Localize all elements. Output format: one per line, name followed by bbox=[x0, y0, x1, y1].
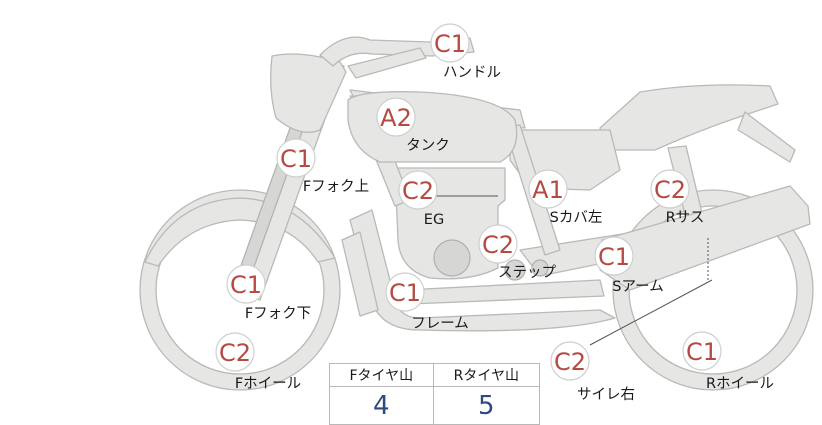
part-label-f-fork-upper: Fフォク上 bbox=[303, 178, 369, 195]
part-label-r-wheel: Rホイール bbox=[706, 376, 774, 392]
part-label-frame: フレーム bbox=[411, 316, 469, 332]
grade-circle bbox=[650, 169, 690, 209]
grade-f-wheel: C2 bbox=[219, 339, 251, 367]
grade-muffler-right: C2 bbox=[554, 348, 586, 376]
grade-frame: C1 bbox=[389, 279, 421, 307]
grade-circle bbox=[385, 272, 425, 312]
front-tire-tread-header: Fタイヤ山 bbox=[329, 363, 434, 387]
grade-step: C2 bbox=[482, 231, 514, 259]
grade-circle bbox=[550, 341, 590, 381]
part-label-swing-arm: Sアーム bbox=[612, 279, 663, 295]
part-badge-tank: A2 タンク bbox=[376, 97, 450, 154]
grade-circle bbox=[276, 138, 316, 178]
grade-circle bbox=[682, 331, 722, 371]
part-label-f-fork-lower: Fフォク下 bbox=[245, 305, 311, 322]
muffler-leader-line bbox=[589, 279, 713, 346]
grade-r-wheel: C1 bbox=[686, 338, 718, 366]
rear-tire-tread-value: 5 bbox=[432, 386, 541, 425]
part-badge-frame: C1 フレーム bbox=[385, 272, 469, 332]
part-label-s-cover-left: Sカバ左 bbox=[550, 209, 603, 226]
seat-graphic bbox=[599, 84, 779, 151]
part-label-f-wheel: Fホイール bbox=[235, 376, 301, 392]
grade-tank: A2 bbox=[380, 104, 412, 132]
part-label-muffler-right: サイレ右 bbox=[577, 386, 635, 403]
grade-r-suspension: C2 bbox=[654, 176, 686, 204]
grade-swing-arm: C1 bbox=[598, 243, 630, 271]
grade-handle: C1 bbox=[434, 30, 466, 58]
part-label-handle: ハンドル bbox=[443, 65, 501, 81]
grade-f-fork-upper: C1 bbox=[280, 145, 312, 173]
tire-tread-table: Fタイヤ山 Rタイヤ山 4 5 bbox=[329, 363, 541, 425]
grade-circle bbox=[478, 224, 518, 264]
part-label-step: ステップ bbox=[498, 264, 556, 281]
grade-circle bbox=[528, 169, 568, 209]
part-label-r-suspension: Rサス bbox=[666, 210, 705, 226]
grade-s-cover-left: A1 bbox=[532, 176, 564, 204]
part-badge-handle: C1 ハンドル bbox=[430, 23, 501, 81]
grade-circle bbox=[215, 332, 255, 372]
grade-circle bbox=[226, 264, 266, 304]
part-label-tank: タンク bbox=[406, 137, 450, 154]
headlight-cowl-graphic bbox=[270, 53, 347, 133]
part-badge-step: C2 ステップ bbox=[478, 224, 556, 281]
grade-circle bbox=[376, 97, 416, 137]
part-badge-muffler-right: C2 サイレ右 bbox=[550, 341, 635, 403]
rear-fender-graphic bbox=[737, 111, 796, 163]
grade-circle bbox=[594, 236, 634, 276]
grade-circle bbox=[430, 23, 470, 63]
muffler-graphic bbox=[599, 185, 811, 291]
exhaust-pipe-graphic bbox=[349, 209, 616, 332]
grade-circle bbox=[398, 170, 438, 210]
front-tire-tread-value: 4 bbox=[329, 386, 434, 425]
grade-f-fork-lower: C1 bbox=[230, 271, 262, 299]
rear-tire-tread-header: Rタイヤ山 bbox=[432, 363, 541, 387]
grade-engine: C2 bbox=[402, 177, 434, 205]
part-label-engine: EG bbox=[424, 212, 444, 228]
